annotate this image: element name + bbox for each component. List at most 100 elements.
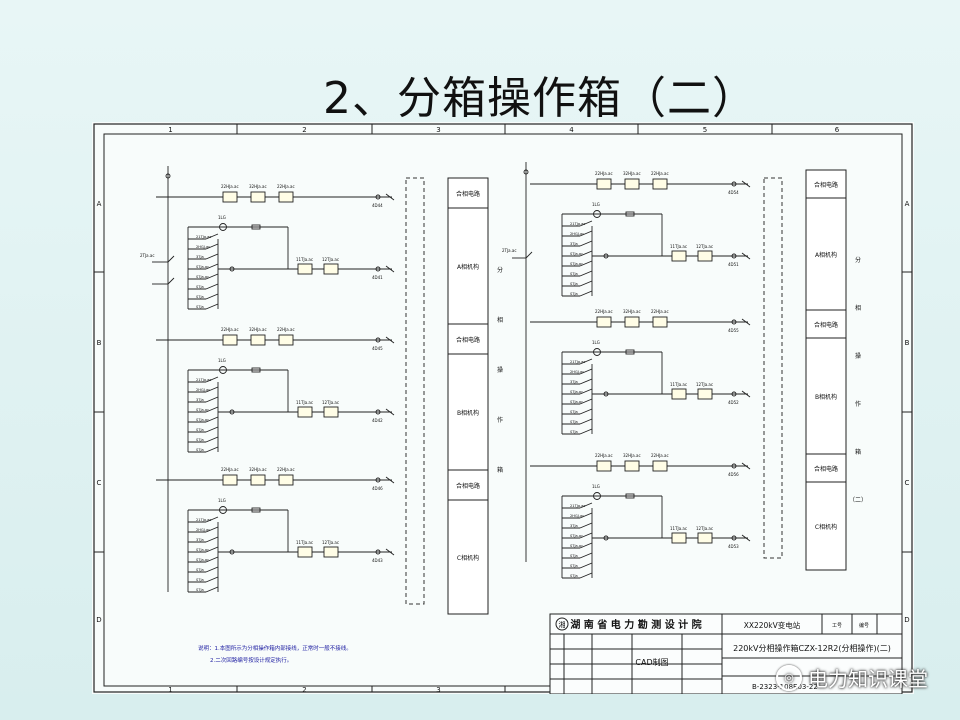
contact-label: STJa <box>196 588 204 592</box>
column-mark-bottom: 2 <box>302 686 306 694</box>
panel-block-label: 合相电路 <box>456 336 480 344</box>
contact-label: 2HGJ.ac <box>196 388 210 392</box>
contact-label: STJa <box>570 410 578 414</box>
vertical-char: 作 <box>497 416 503 424</box>
relay-label: 22HJa.ac <box>277 184 295 189</box>
terminal-label: 4D41 <box>372 275 383 280</box>
terminal-label: 4D55 <box>728 328 739 333</box>
contact-label: STJa <box>570 430 578 434</box>
relay-label: 22HJa.ac <box>595 453 613 458</box>
vertical-char: 操 <box>497 366 503 374</box>
contact-label: 3TJa <box>196 255 204 259</box>
panel-block <box>805 481 847 571</box>
right-panel-box <box>805 169 847 571</box>
contact-label: STJa.ac <box>196 265 209 269</box>
switch-label: 2TJa.ac <box>502 248 517 253</box>
panel-block-label: 合相电路 <box>456 190 480 198</box>
watermark: ◎ 电力知识课堂 <box>776 663 928 692</box>
relay-label: 22HJa.ac <box>651 309 669 314</box>
contact-label: 3TJa <box>570 524 578 528</box>
watermark-text: 电力知识课堂 <box>808 667 928 691</box>
contact-label: STJa <box>196 428 204 432</box>
relay-label: 32HJa.ac <box>249 467 267 472</box>
inner-frame <box>103 133 903 687</box>
contact-label: STJa <box>570 272 578 276</box>
contact-label: STJa <box>570 292 578 296</box>
contact-label: 21TJa.ac <box>570 360 585 364</box>
contact-label: STJa <box>196 295 204 299</box>
panel-block-label: B相机构 <box>457 409 479 417</box>
panel-block-label: C相机构 <box>815 523 837 531</box>
circuit-labels: 22HJa.ac 32HJa.ac 22HJa.ac 4D44 1LG 21TJa.ac 2… <box>140 171 739 592</box>
contact-label: STJa <box>196 305 204 309</box>
row-mark-right: B <box>905 339 910 347</box>
panel-block-label: A相机构 <box>815 251 837 259</box>
contact-label: STJa <box>196 578 204 582</box>
relay-label: 22HJa.ac <box>277 327 295 332</box>
relay-label: 32HJa.ac <box>623 309 641 314</box>
title-block-frame <box>549 613 903 694</box>
contact-label: 3TJa <box>196 398 204 402</box>
contact-label: 3TJa <box>570 242 578 246</box>
contact-label: STJa.ac <box>570 400 583 404</box>
contact-label: 21TJa.ac <box>570 222 585 226</box>
column-mark-top: 1 <box>168 126 172 134</box>
pair-label: 12TJa.ac <box>322 400 339 405</box>
contact-label: STJa.ac <box>196 408 209 412</box>
outer-frame <box>93 123 913 693</box>
pair-label: 12TJa.ac <box>696 244 713 249</box>
terminal-label: 4D43 <box>372 558 383 563</box>
note-line-2: 2.二次回路编号按设计规定执行。 <box>210 656 292 664</box>
column-marks: 112233445566 <box>168 124 840 694</box>
left-panel-box <box>447 177 489 615</box>
relay-label: 22HJa.ac <box>277 467 295 472</box>
contact-label: STJa.ac <box>196 558 209 562</box>
contact-label: 2HGJ.ac <box>570 370 584 374</box>
contact-label: 3TJa <box>196 538 204 542</box>
relay-label: 22HJa.ac <box>221 184 239 189</box>
contact-label: STJa.ac <box>570 544 583 548</box>
contact-label: 2HGJ.ac <box>570 232 584 236</box>
pair-label: 11TJa.ac <box>296 257 313 262</box>
column-mark-top: 5 <box>703 126 707 134</box>
contact-label: STJa <box>196 285 204 289</box>
column-mark-top: 6 <box>835 126 840 134</box>
column-mark-top: 2 <box>302 126 306 134</box>
contact-label: STJa <box>196 568 204 572</box>
vertical-char: 箱 <box>855 448 861 456</box>
terminal-label: 4D52 <box>728 400 739 405</box>
contact-label: STJa.ac <box>196 418 209 422</box>
panel-block-label: 合相电路 <box>456 482 480 490</box>
lamp-label: 1LG <box>218 215 226 220</box>
relay-label: 22HJa.ac <box>595 309 613 314</box>
pair-label: 12TJa.ac <box>696 382 713 387</box>
contact-label: STJa.ac <box>570 252 583 256</box>
contact-label: STJa <box>570 574 578 578</box>
relay-label: 22HJa.ac <box>595 171 613 176</box>
relay-label: 22HJa.ac <box>221 467 239 472</box>
contact-label: STJa <box>196 438 204 442</box>
page-title: 2、分箱操作箱（二） <box>323 73 757 124</box>
contact-label: STJa <box>570 554 578 558</box>
left-dashed-terminal <box>405 177 425 605</box>
contact-label: 21TJa.ac <box>196 518 211 522</box>
pair-label: 12TJa.ac <box>696 526 713 531</box>
project-name: XX220kV变电站 <box>744 620 801 630</box>
terminal-label: 4D45 <box>372 346 383 351</box>
contact-label: 21TJa.ac <box>196 378 211 382</box>
terminal-label: 4D44 <box>372 203 383 208</box>
lamp-label: 1LG <box>592 484 600 489</box>
contact-label: 2HGJ.ac <box>570 514 584 518</box>
row-mark-right: A <box>905 200 910 208</box>
terminal-label: 4D56 <box>728 472 739 477</box>
panel-block-label: 合相电路 <box>814 465 838 473</box>
drawing-name: 220kV分相操作箱CZX-12R2(分相操作)(二) <box>733 643 891 653</box>
terminal-label: 4D42 <box>372 418 383 423</box>
column-mark-top: 4 <box>569 126 574 134</box>
terminal-label: 4D53 <box>728 544 739 549</box>
relay-label: 32HJa.ac <box>623 171 641 176</box>
row-mark-right: D <box>904 616 909 624</box>
